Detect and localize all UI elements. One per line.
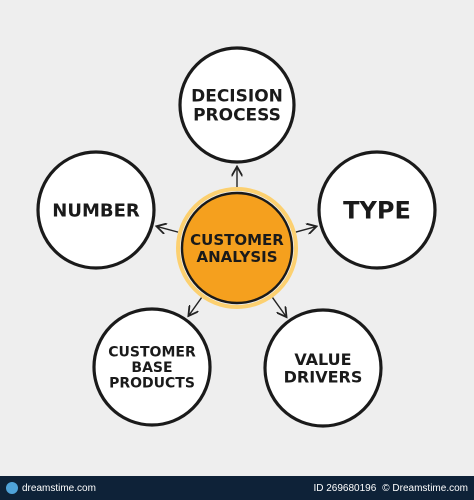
node-circle-type (317, 150, 437, 270)
arrow-to-number (158, 227, 179, 232)
footer-right: ID 269680196 © Dreamstime.com (313, 483, 468, 494)
center-node-ring (176, 187, 298, 309)
node-label-customer-base-products-line-3: PRODUCTS (109, 376, 195, 392)
center-node-circle (180, 191, 294, 305)
node-circle-customer-base-products (92, 307, 212, 427)
node-label-type-line-1: TYPE (343, 197, 411, 225)
node-label-value-drivers-line-2: DRIVERS (284, 368, 363, 387)
node-label-value-drivers-line-1: VALUE (294, 350, 351, 369)
center-node-label-line-2: ANALYSIS (196, 248, 277, 266)
node-circle-value-drivers (263, 308, 383, 428)
watermark-footer: dreamstime.com ID 269680196 © Dreamstime… (0, 476, 474, 500)
node-label-decision-process-line-1: DECISION (191, 87, 283, 107)
node-label-customer-base-products-line-1: CUSTOMER (108, 344, 196, 360)
footer-credit: © Dreamstime.com (382, 482, 468, 494)
arrow-to-value-drivers (271, 297, 286, 316)
mind-map-diagram: DECISIONPROCESSTYPEVALUEDRIVERSCUSTOMERB… (36, 46, 437, 428)
node-label-customer-base-products-line-2: BASE (131, 360, 172, 376)
node-circle-number (36, 150, 156, 270)
dreamstime-logo-icon (6, 482, 18, 494)
node-label-decision-process-line-2: PROCESS (193, 106, 281, 126)
footer-id: ID 269680196 (313, 482, 377, 494)
center-node-label-line-1: CUSTOMER (190, 231, 284, 249)
node-circle-decision-process (178, 46, 296, 164)
arrow-to-customer-base-products (189, 297, 203, 315)
footer-brand: dreamstime.com (6, 482, 96, 494)
footer-brand-text: dreamstime.com (22, 482, 96, 494)
node-label-number-line-1: NUMBER (52, 200, 140, 221)
arrow-to-type (295, 227, 315, 232)
